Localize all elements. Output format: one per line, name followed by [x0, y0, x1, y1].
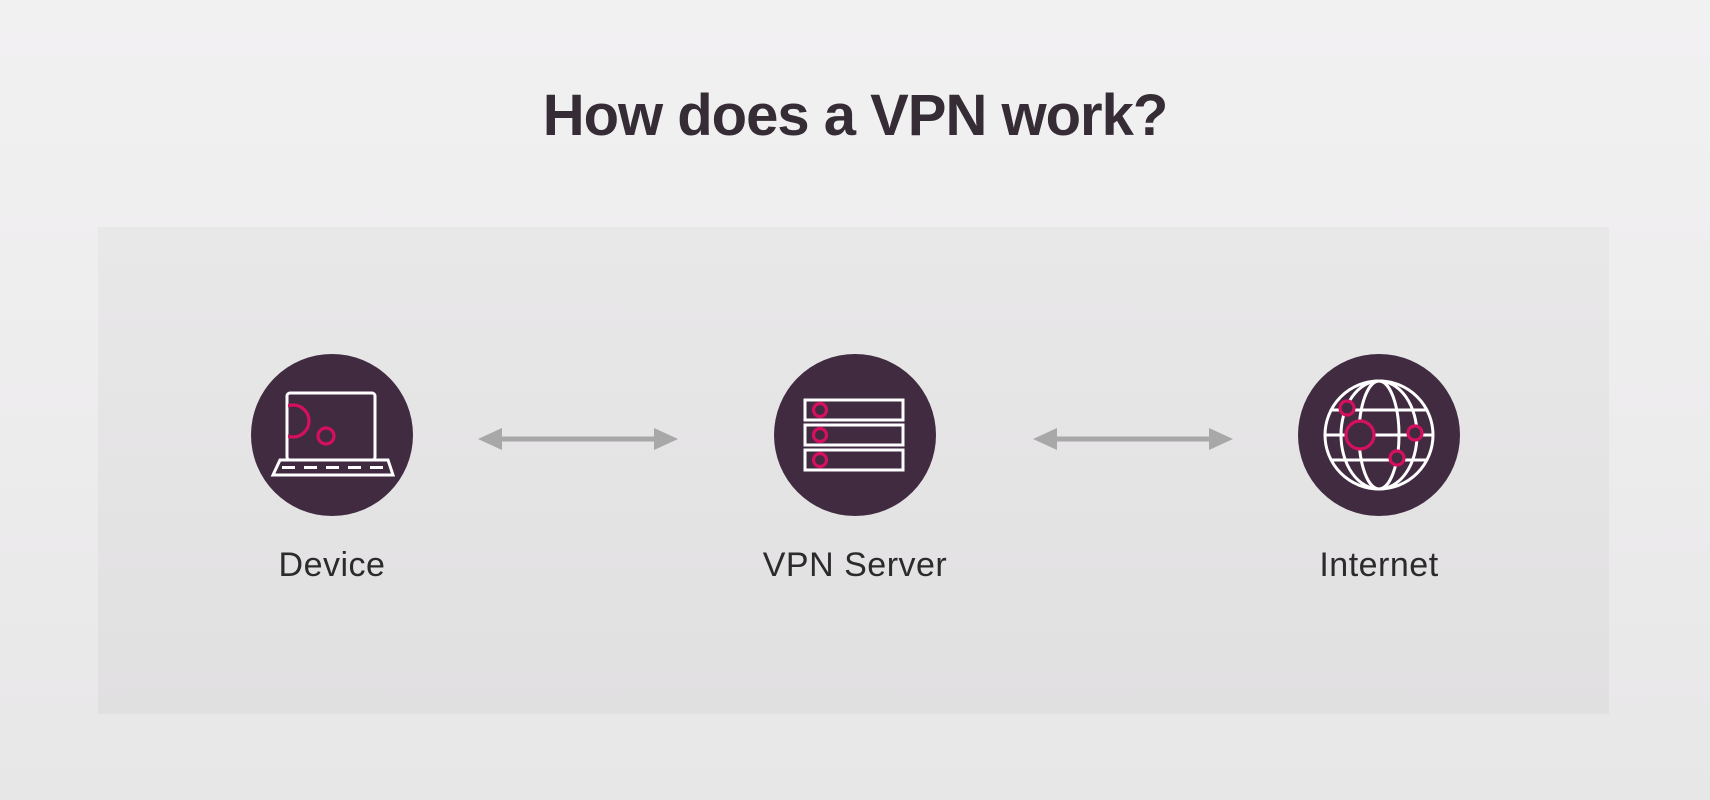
page-title: How does a VPN work?	[542, 83, 1169, 148]
device-label: Device	[278, 546, 386, 584]
node-device	[251, 354, 413, 516]
arrow-device-vpn	[478, 428, 678, 450]
internet-label: Internet	[1319, 546, 1439, 584]
globe-icon	[1323, 379, 1435, 491]
node-vpn-server	[774, 354, 936, 516]
laptop-icon	[270, 391, 396, 477]
arrow-vpn-internet	[1033, 428, 1233, 450]
vpn-server-label: VPN Server	[762, 546, 948, 584]
node-internet	[1298, 354, 1460, 516]
server-rack-icon	[803, 398, 905, 472]
